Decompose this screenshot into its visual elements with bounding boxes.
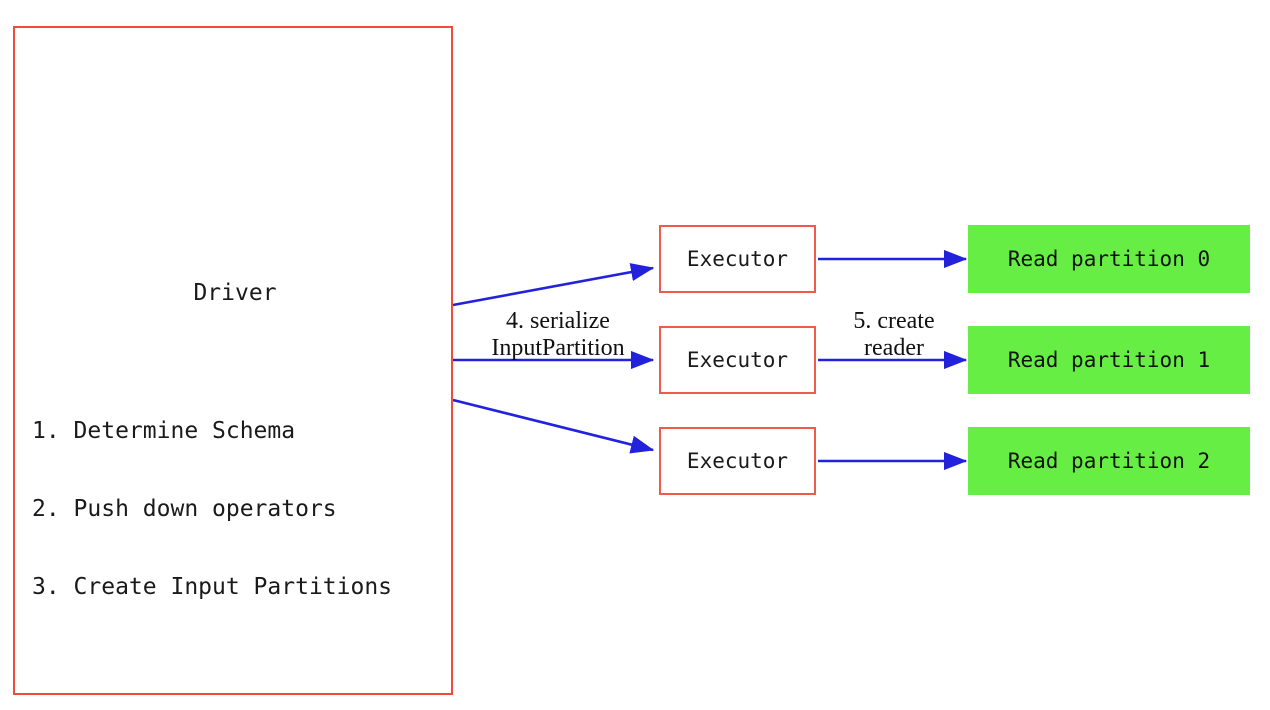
driver-step-2: 2. Push down operators [32,496,337,522]
executor-box-1: Executor [659,225,816,293]
executor-box-2: Executor [659,326,816,394]
driver-steps-list: 1. Determine Schema 2. Push down operato… [32,366,392,652]
edge-label-serialize-line-1: 4. serialize [506,308,610,334]
driver-title: Driver [193,280,277,306]
arrow-driver-to-executor-3 [452,398,655,454]
executor-label-2: Executor [686,348,789,372]
arrow-driver-to-executor-1 [452,263,655,307]
edge-label-serialize: 4. serialize InputPartition [458,308,658,362]
partition-box-1: Read partition 1 [968,326,1250,394]
partition-label-2: Read partition 2 [1007,449,1211,473]
executor-label-1: Executor [686,247,789,271]
partition-label-1: Read partition 1 [1007,348,1211,372]
driver-box: Driver 1. Determine Schema 2. Push down … [13,26,453,695]
driver-step-3: 3. Create Input Partitions [32,574,393,600]
edge-label-create-reader: 5. create reader [824,308,964,362]
edge-label-create-reader-line-1: 5. create [853,308,935,334]
edge-label-serialize-line-2: InputPartition [491,335,625,361]
executor-label-3: Executor [686,449,789,473]
partition-box-0: Read partition 0 [968,225,1250,293]
edge-label-create-reader-line-2: reader [864,335,924,361]
partition-box-2: Read partition 2 [968,427,1250,495]
executor-box-3: Executor [659,427,816,495]
partition-label-0: Read partition 0 [1007,247,1211,271]
driver-step-1: 1. Determine Schema [32,418,296,444]
